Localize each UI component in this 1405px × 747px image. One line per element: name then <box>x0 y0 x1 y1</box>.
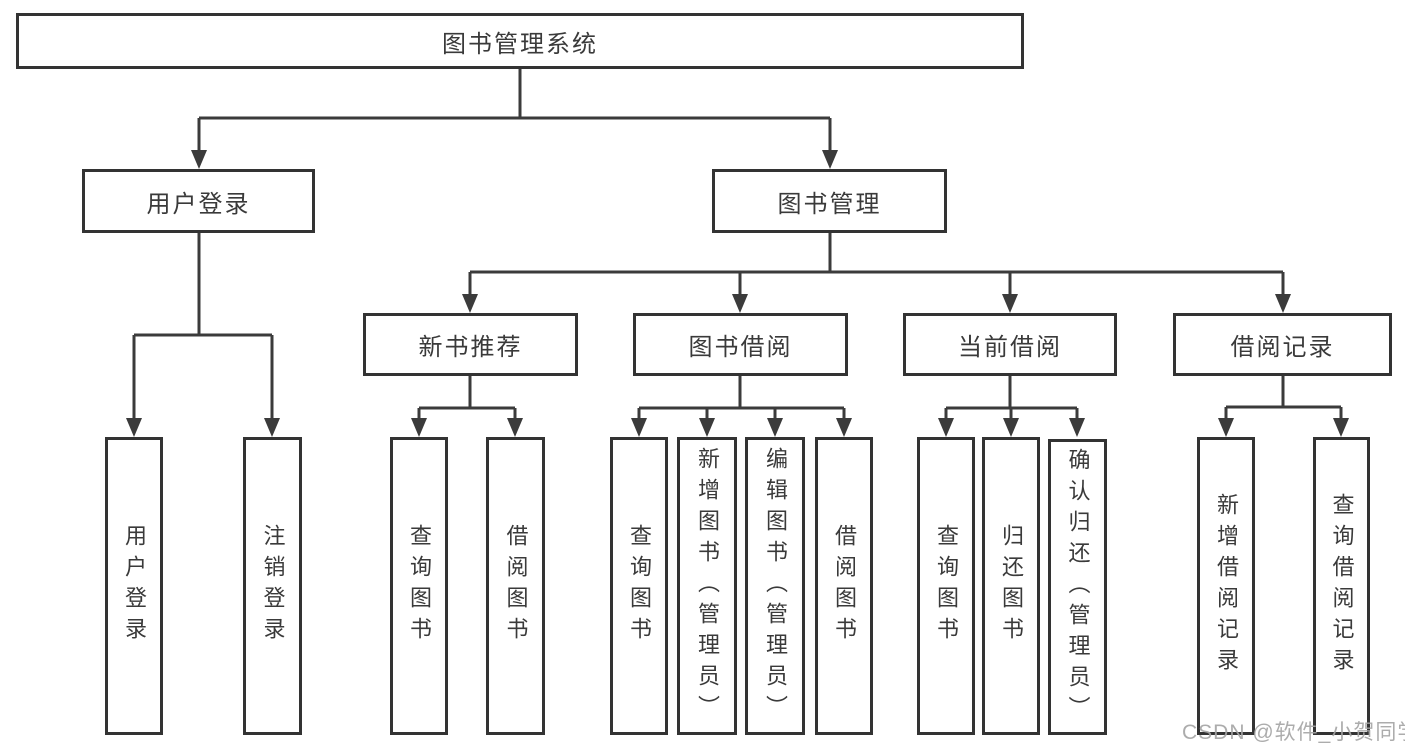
leaf-user-login: 用户登录 <box>105 437 163 735</box>
leaf-logout: 注销登录 <box>243 437 302 735</box>
node-label: 新增借阅记录 <box>1214 493 1239 679</box>
node-book-borrow: 图书借阅 <box>633 313 848 376</box>
node-label: 借阅图书 <box>503 524 529 648</box>
node-label: 图书借阅 <box>688 334 793 361</box>
node-label: 图书管理系统 <box>442 30 598 58</box>
node-label: 查询图书 <box>934 524 959 648</box>
node-label: 用户登录 <box>146 190 251 218</box>
leaf-add-books-admin: 新增图书（管理员） <box>677 437 737 735</box>
node-borrow-record: 借阅记录 <box>1173 313 1392 376</box>
node-label: 当前借阅 <box>958 334 1062 361</box>
node-label: 编辑图书（管理员） <box>763 446 788 726</box>
leaf-edit-books-admin: 编辑图书（管理员） <box>745 437 805 735</box>
node-label: 新书推荐 <box>418 334 523 361</box>
node-label: 查询图书 <box>627 524 652 648</box>
node-label: 查询图书 <box>407 524 432 648</box>
leaf-query-books-3: 查询图书 <box>917 437 975 735</box>
leaf-query-books-2: 查询图书 <box>610 437 668 735</box>
csdn-watermark: CSDN @软件_小贺同学 <box>1182 721 1405 744</box>
node-label: 注销登录 <box>260 524 286 648</box>
node-label: 图书管理 <box>777 190 882 218</box>
leaf-borrow-books-2: 借阅图书 <box>815 437 873 735</box>
node-new-book-recommend: 新书推荐 <box>363 313 578 376</box>
node-book-management: 图书管理 <box>712 169 947 233</box>
node-label: 借阅记录 <box>1230 334 1335 361</box>
node-label: 确认归还（管理员） <box>1065 447 1091 727</box>
leaf-confirm-return-admin: 确认归还（管理员） <box>1048 439 1107 735</box>
leaf-return-books: 归还图书 <box>982 437 1040 735</box>
node-current-borrow: 当前借阅 <box>903 313 1117 376</box>
node-label: 新增图书（管理员） <box>695 446 720 726</box>
leaf-add-borrow-record: 新增借阅记录 <box>1197 437 1255 735</box>
leaf-borrow-books-1: 借阅图书 <box>486 437 545 735</box>
leaf-query-books-1: 查询图书 <box>390 437 448 735</box>
node-label: 用户登录 <box>122 524 147 648</box>
node-system-root: 图书管理系统 <box>16 13 1024 69</box>
node-label: 归还图书 <box>999 524 1024 648</box>
node-label: 借阅图书 <box>832 524 857 648</box>
leaf-query-borrow-record: 查询借阅记录 <box>1313 437 1370 735</box>
node-user-login: 用户登录 <box>82 169 315 233</box>
node-label: 查询借阅记录 <box>1329 493 1355 679</box>
